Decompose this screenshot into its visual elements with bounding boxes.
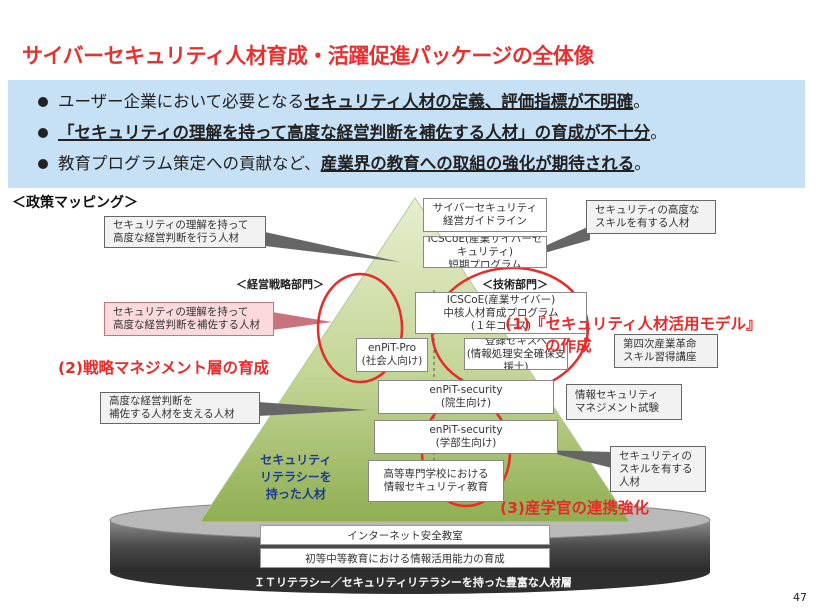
callout-4th-industrial: 第四次産業革命 スキル習得講座 [614, 334, 718, 368]
kosen-box: 高等専門学校における 情報セキュリティ教育 [368, 460, 504, 502]
callout-advanced-skills: セキュリティの高度な スキルを有する人材 [586, 200, 716, 234]
highlight-strategy-label: (2)戦略マネジメント層の育成 [58, 359, 269, 377]
internet-safety-bar: インターネット安全教室 [260, 525, 550, 545]
summary-bullet-2: 「セキュリティの理解を持って高度な経営判断を補佐する人材」の育成が不十分。 [36, 117, 805, 148]
highlight-collab-label: (3)産学官の連携強化 [500, 499, 649, 517]
enpit-ug-box: enPiT-security (学部生向け) [374, 420, 558, 454]
sc-exam-box: 登録セキスペ (情報処理安全確保支援士) [464, 338, 568, 370]
mapping-label: ＜政策マッピング＞ [12, 195, 138, 211]
callout-sg-exam: 情報セキュリティ マネジメント試験 [566, 384, 682, 420]
callout-pointer [265, 232, 400, 262]
summary-panel: ユーザー企業において必要となるセキュリティ人材の定義、評価指標が不明確。 「セキ… [8, 80, 805, 188]
highlight-model-label: (1)『セキュリティ人材活用モデル』 [505, 315, 762, 333]
callout-strategic-assistant: セキュリティの理解を持って 高度な経営判断を補佐する人材 [104, 302, 274, 336]
department-management: ＜経営戦略部門＞ [236, 278, 324, 291]
base-caption: ＩＴリテラシー／セキュリティリテラシーを持った豊富な人材層 [254, 576, 572, 589]
department-technical: ＜技術部門＞ [482, 278, 548, 291]
enpit-grad-box: enPiT-security (院生向け) [378, 380, 554, 414]
highlight-circle-strategy [316, 272, 404, 384]
literacy-label: セキュリティ リテラシーを 持った人材 [260, 453, 332, 501]
guideline-box: サイバーセキュリティ 経営ガイドライン [423, 198, 547, 232]
summary-bullet-1: ユーザー企業において必要となるセキュリティ人材の定義、評価指標が不明確。 [36, 86, 805, 117]
callout-executive: セキュリティの理解を持って 高度な経営判断を行う人材 [104, 216, 266, 248]
callout-pointer [258, 402, 368, 416]
callout-support: 高度な経営判断を 補佐する人材を支える人材 [100, 392, 260, 424]
icscoe-core-box: ICSCoE(産業サイバー) 中核人材育成プログラム (１年コース) [415, 292, 587, 334]
primary-secondary-bar: 初等中等教育における情報活用能力の育成 [260, 548, 550, 568]
callout-pointer [540, 450, 612, 468]
enpit-pro-box: enPiT-Pro (社会人向け) [356, 338, 428, 372]
page-title: サイバーセキュリティ人材育成・活躍促進パッケージの全体像 [22, 44, 594, 68]
callout-skilled: セキュリティの スキルを有する 人材 [610, 446, 706, 492]
summary-bullet-3: 教育プログラム策定への貢献など、産業界の教育への取組の強化が期待される。 [36, 148, 805, 179]
highlight-model-label-2: の作成 [545, 337, 592, 355]
page-number: 47 [793, 591, 807, 604]
icscoe-short-box: ICSCoE(産業サイバーセキュリティ) 短期プログラム [423, 236, 547, 268]
callout-pointer [272, 312, 332, 330]
